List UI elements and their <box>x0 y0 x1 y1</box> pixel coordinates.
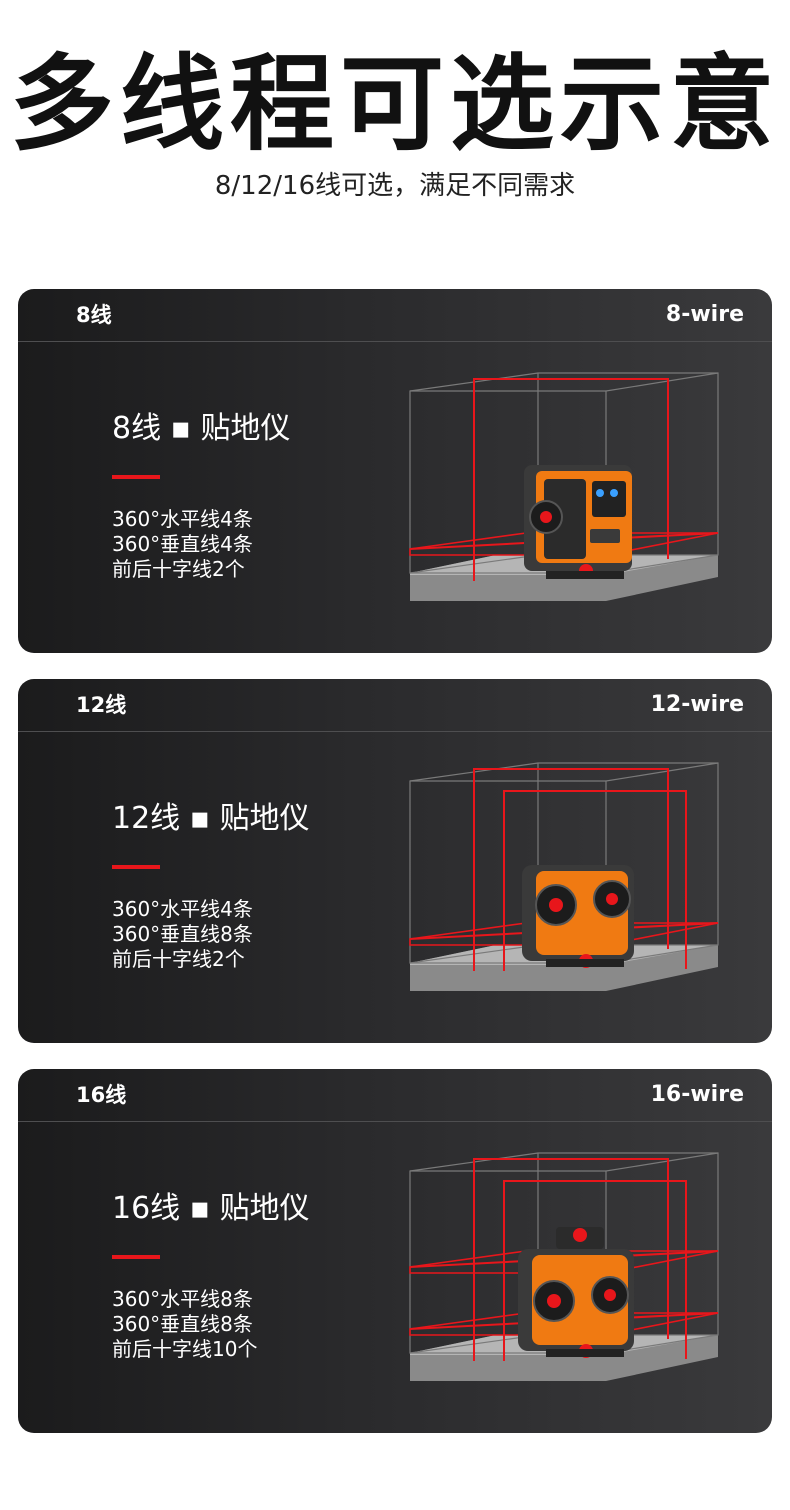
accent-divider <box>112 1255 160 1259</box>
card-header: 8线 8-wire <box>18 289 772 342</box>
card-12-wire: 12线 12-wire 12线 ▪ 贴地仪 360°水平线4条 360°垂直线8… <box>18 679 772 1043</box>
card-label-en: 8-wire <box>665 302 744 327</box>
spec-cross-lines: 前后十字线10个 <box>112 1337 258 1361</box>
spec-vertical-lines: 360°垂直线4条 <box>112 532 253 556</box>
card-header: 16线 16-wire <box>18 1069 772 1122</box>
card-label-cn: 16线 <box>76 1083 127 1107</box>
spec-horizontal-lines: 360°水平线4条 <box>112 507 253 531</box>
spec-cross-lines: 前后十字线2个 <box>112 947 245 971</box>
model-name: 16线 ▪ 贴地仪 <box>112 1191 310 1226</box>
laser-level-illustration <box>409 762 719 991</box>
page-title: 多线程可选示意 <box>9 43 780 165</box>
model-name: 12线 ▪ 贴地仪 <box>112 801 310 836</box>
laser-level-illustration <box>409 1152 719 1381</box>
page-subtitle: 8/12/16线可选，满足不同需求 <box>214 171 576 201</box>
card-header: 12线 12-wire <box>18 679 772 732</box>
spec-cross-lines: 前后十字线2个 <box>112 557 245 581</box>
device-12-line <box>522 865 634 968</box>
laser-level-illustration <box>409 372 719 601</box>
spec-horizontal-lines: 360°水平线8条 <box>112 1287 253 1311</box>
card-label-cn: 12线 <box>76 693 127 717</box>
spec-vertical-lines: 360°垂直线8条 <box>112 922 253 946</box>
device-8-line <box>524 465 632 579</box>
spec-vertical-lines: 360°垂直线8条 <box>112 1312 253 1336</box>
card-label-cn: 8线 <box>76 303 112 327</box>
card-label-en: 12-wire <box>650 692 744 717</box>
card-label-en: 16-wire <box>650 1082 744 1107</box>
accent-divider <box>112 865 160 869</box>
card-16-wire: 16线 16-wire 16线 ▪ 贴地仪 360°水平线8条 360°垂直线8… <box>18 1069 772 1433</box>
device-16-line <box>518 1227 634 1358</box>
card-8-wire: 8线 8-wire 8线 ▪ 贴地仪 360°水平线4条 360°垂直线4条 前… <box>18 289 772 653</box>
accent-divider <box>112 475 160 479</box>
model-name: 8线 ▪ 贴地仪 <box>112 411 291 446</box>
spec-horizontal-lines: 360°水平线4条 <box>112 897 253 921</box>
